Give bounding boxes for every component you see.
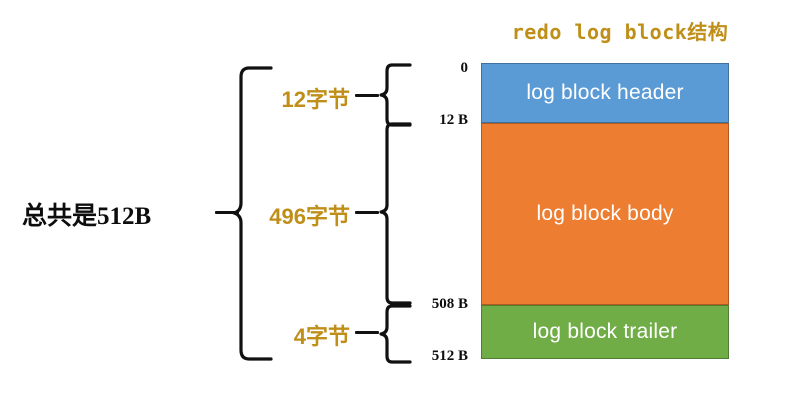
- offset-label-508b: 508 B: [431, 296, 468, 312]
- size-label-trailer: 4字节: [293, 324, 350, 349]
- brace-header: [379, 63, 412, 127]
- size-label-header: 12字节: [281, 87, 350, 112]
- offset-label-12b: 12 B: [439, 112, 468, 128]
- block-log-block-header: log block header: [481, 63, 729, 123]
- block-body-label: log block body: [536, 202, 674, 225]
- total-size-label: 总共是512B: [22, 203, 152, 230]
- connector-dash-trailer: [355, 331, 379, 334]
- size-label-body: 496字节: [269, 204, 350, 229]
- brace-body: [379, 122, 412, 305]
- connector-dash-header: [355, 94, 379, 97]
- offset-label-0: 0: [460, 60, 469, 76]
- brace-trailer: [379, 304, 412, 364]
- block-trailer-label: log block trailer: [532, 320, 678, 343]
- diagram-title: redo log block结构: [511, 20, 729, 44]
- offset-label-512b: 512 B: [431, 348, 468, 364]
- connector-dash-body: [355, 211, 379, 214]
- block-log-block-trailer: log block trailer: [481, 305, 729, 359]
- connector-dash-total: [215, 211, 239, 214]
- block-header-label: log block header: [526, 81, 684, 104]
- block-log-block-body: log block body: [481, 123, 729, 305]
